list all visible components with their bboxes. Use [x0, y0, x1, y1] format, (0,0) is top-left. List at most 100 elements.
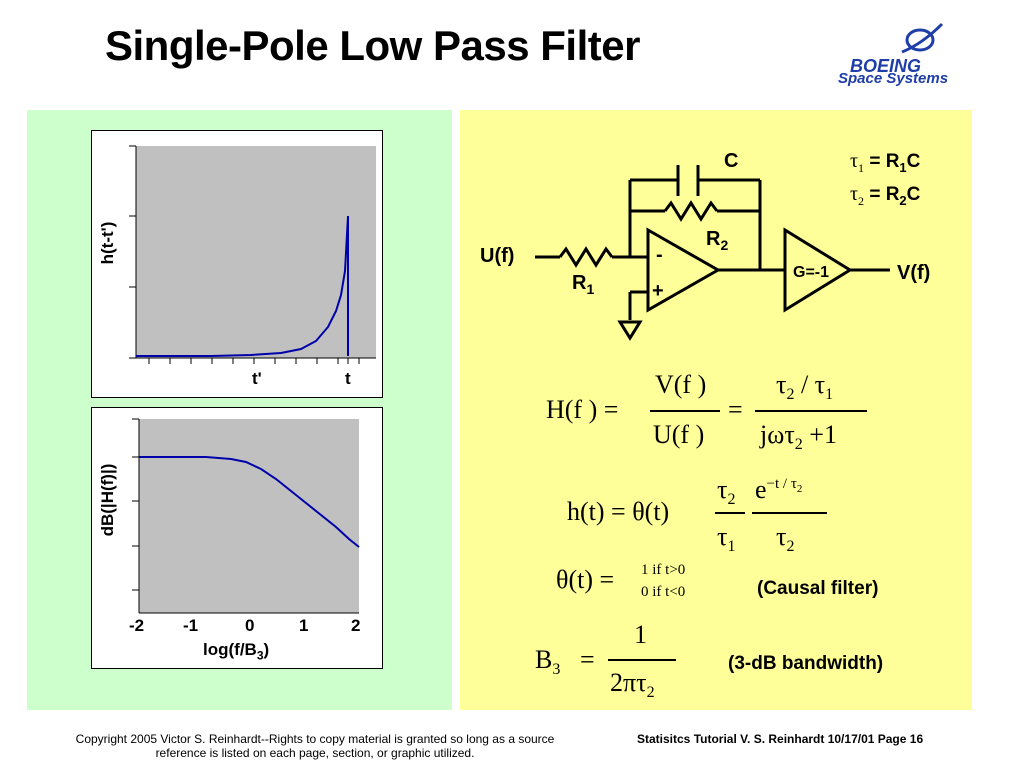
H-num2-tau: τ	[776, 370, 787, 399]
output-label: V(f)	[897, 262, 931, 284]
plot-area-2	[139, 419, 359, 613]
xlabel-main: log(f/B	[203, 640, 257, 659]
xlabel-end: )	[263, 640, 270, 659]
tau2-definition: τ2 = R2C	[850, 183, 920, 209]
H-den1: U(f )	[653, 420, 705, 449]
B-fraction-bar	[608, 659, 676, 661]
impulse-response-plot	[129, 145, 376, 364]
x-ticks	[148, 358, 360, 364]
opamp-plus: +	[652, 280, 664, 302]
bandwidth-note: (3-dB bandwidth)	[728, 653, 884, 674]
B-lhs-text: B	[535, 645, 553, 674]
h-num2-sup: −t / τ2	[766, 476, 803, 496]
tau2-symbol: τ	[850, 183, 859, 205]
H-num2-sub: 2	[786, 386, 795, 404]
h-num2-sup-text: −t / τ	[766, 476, 797, 493]
h-den1: τ1	[717, 522, 735, 556]
B-den: 2πτ2	[610, 668, 655, 702]
y-ticks-2	[132, 418, 139, 591]
tau2-end: C	[906, 184, 921, 205]
x-tick-1: 1	[299, 616, 309, 635]
h-fraction-bar2	[752, 512, 827, 514]
input-label: U(f)	[480, 245, 515, 267]
H-eq2: =	[728, 395, 743, 424]
logo-division: Space Systems	[838, 70, 949, 87]
B-lhs: B3	[535, 645, 560, 679]
tau2-sub: 2	[858, 193, 865, 208]
theta-case1: 1 if t>0	[641, 562, 686, 578]
B-eq: =	[580, 645, 595, 674]
r2-text: R	[706, 228, 721, 250]
footer-page-info: Statisitcs Tutorial V. S. Reinhardt 10/1…	[637, 732, 924, 746]
plot-area	[136, 146, 376, 358]
h-num1-sub: 2	[727, 491, 736, 509]
copyright-line2: reference is listed on each page, sectio…	[155, 746, 475, 760]
r1-label: R1	[572, 272, 594, 297]
frequency-curve	[139, 456, 360, 548]
tick-t-prime: t'	[252, 369, 262, 388]
B-lhs-sub: 3	[552, 661, 561, 679]
bottom-xlabel: log(f/B3)	[203, 640, 269, 662]
gain-label: G=-1	[793, 264, 830, 281]
H-den2-rest: +1	[802, 420, 837, 449]
H-fraction-bar2	[755, 410, 867, 412]
h-num1-tau: τ	[717, 475, 728, 504]
opamp-minus: -	[656, 244, 663, 266]
tau1-definition: τ1 = R1C	[850, 150, 920, 176]
B-num: 1	[634, 620, 647, 649]
H-den2-main: jωτ	[760, 420, 795, 449]
h-num2: e−t / τ2	[755, 475, 802, 505]
r1-sub: 1	[586, 281, 595, 297]
footer-copyright: Copyright 2005 Victor S. Reinhardt--Righ…	[30, 732, 600, 760]
H-fraction-bar1	[650, 410, 720, 412]
frequency-response-plot	[132, 418, 360, 614]
impulse-curve	[136, 215, 349, 357]
tau1-eq-sub: 1	[899, 159, 907, 175]
r2-sub: 2	[720, 237, 729, 253]
B-den-text: 2πτ	[610, 668, 647, 697]
y-ticks	[129, 145, 136, 359]
h-den2-tau: τ	[776, 522, 787, 551]
circuit-wires	[535, 165, 890, 341]
h-den2-sub: 2	[786, 538, 795, 556]
h-num2-sup-sub: 2	[796, 483, 803, 496]
tick-t: t	[345, 369, 351, 388]
tau1-symbol: τ	[850, 150, 859, 172]
boeing-logo: BOEING	[850, 22, 944, 76]
h-den1-tau: τ	[717, 522, 728, 551]
theta-lhs: θ(t) =	[556, 565, 615, 594]
H-num2-rest: / τ	[794, 370, 826, 399]
H-den2-sub: 2	[794, 436, 803, 454]
x-tick-2: 2	[351, 616, 361, 635]
causal-note: (Causal filter)	[757, 578, 879, 599]
H-num2-sub2: 1	[825, 386, 834, 404]
xlabel-sub: 3	[256, 648, 264, 663]
B-den-sub: 2	[646, 684, 655, 702]
theta-case2: 0 if t<0	[641, 584, 686, 600]
H-num2: τ2 / τ1	[776, 370, 833, 404]
ylabel-text: h(t-t')	[98, 221, 117, 265]
h-den2: τ2	[776, 522, 794, 556]
h-fraction-bar1	[715, 512, 745, 514]
tau1-eq: = R	[864, 151, 900, 172]
h-num2-e: e	[755, 475, 767, 504]
capacitor-label: C	[724, 150, 739, 172]
x-tick-0: 0	[245, 616, 255, 635]
x-tick-neg2: -2	[129, 616, 145, 635]
tau2-eq-sub: 2	[899, 192, 907, 208]
r1-text: R	[572, 272, 587, 294]
H-den2: jωτ2 +1	[760, 420, 837, 454]
tau1-sub: 1	[858, 160, 865, 175]
page-title: Single-Pole Low Pass Filter	[105, 22, 640, 69]
ylabel-text-2: dB(|H(f)|)	[98, 463, 117, 537]
H-lhs: H(f ) =	[546, 395, 619, 424]
h-lhs: h(t) = θ(t)	[567, 497, 670, 526]
x-tick-neg1: -1	[183, 616, 199, 635]
h-num1: τ2	[717, 475, 735, 509]
r2-label: R2	[706, 228, 728, 253]
H-num1: V(f )	[655, 370, 707, 399]
tau1-end: C	[906, 151, 921, 172]
tau2-eq: = R	[864, 184, 900, 205]
circuit-diagram	[535, 165, 890, 341]
logo-brand: BOEING	[850, 56, 921, 76]
